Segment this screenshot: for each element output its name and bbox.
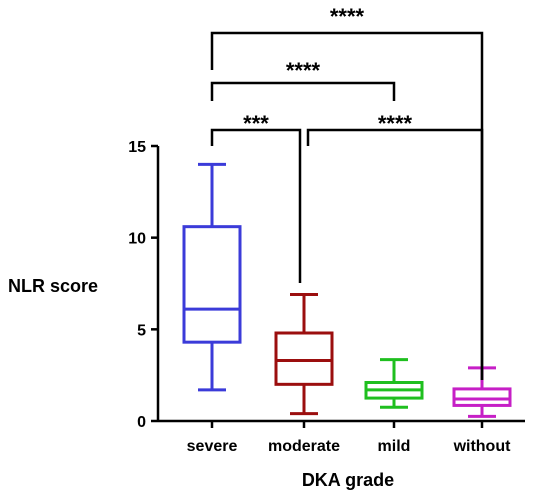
significance-label: ****: [286, 58, 321, 83]
iqr-box: [274, 331, 334, 386]
axes: 0 5 10 15 severe moderate mild without: [128, 139, 525, 455]
box-severe: [182, 162, 242, 392]
boxes: [182, 162, 512, 418]
y-tick-label: 15: [128, 139, 146, 156]
x-tick-label: severe: [187, 438, 238, 455]
y-tick-label: 5: [137, 322, 146, 339]
bracket-severe-mild: ****: [210, 58, 396, 101]
iqr-box: [182, 225, 242, 344]
x-tick-label: without: [453, 438, 512, 455]
iqr-box: [452, 387, 512, 407]
y-tick-label: 0: [137, 414, 146, 431]
y-tick-label: 10: [128, 231, 146, 248]
bracket-line: [210, 31, 484, 380]
significance-label: ****: [330, 4, 365, 29]
x-tick-label: moderate: [268, 438, 340, 455]
significance-label: ***: [243, 111, 269, 136]
y-axis-title: NLR score: [8, 276, 98, 296]
significance-brackets: ***************: [210, 4, 484, 380]
bracket-moderate-without: ****: [306, 111, 484, 380]
significance-label: ****: [378, 111, 413, 136]
x-tick-label: mild: [378, 438, 411, 455]
box-mild: [364, 358, 424, 409]
bracket-severe-without: ****: [210, 4, 484, 380]
box-moderate: [274, 293, 334, 416]
x-axis-title: DKA grade: [302, 470, 394, 490]
bracket-line: [210, 81, 396, 101]
bracket-line: [306, 128, 484, 380]
bracket-line: [210, 128, 302, 283]
bracket-severe-moderate: ***: [210, 111, 302, 283]
